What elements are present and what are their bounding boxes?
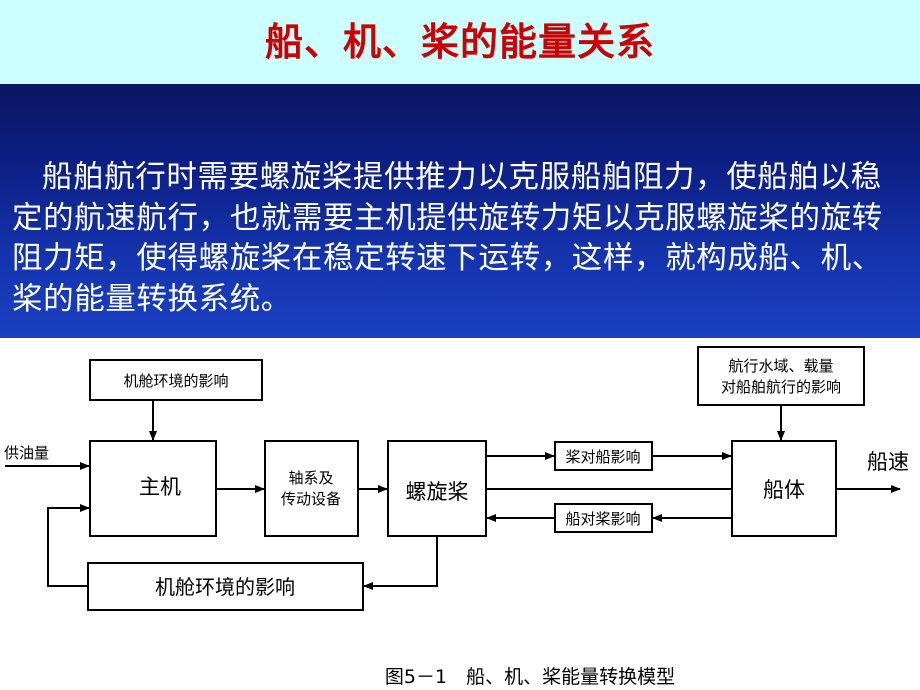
line-env-to-engine bbox=[47, 504, 90, 587]
env-bottom-label: 机舱环境的影响 bbox=[155, 575, 295, 599]
waters-box bbox=[697, 346, 865, 406]
energy-conversion-diagram: 机舱环境的影响 航行水域、载量 对船舶航行的影响 供油量 主机 轴系及 传动设备… bbox=[4, 346, 909, 611]
speed-label: 船速 bbox=[867, 450, 909, 474]
waters-label-line2: 对船舶航行的影响 bbox=[721, 378, 841, 396]
shaft-label-line2: 传动设备 bbox=[281, 490, 341, 508]
engine-label: 主机 bbox=[139, 475, 181, 499]
figure-caption: 图5－1 船、机、桨能量转换模型 bbox=[384, 666, 676, 688]
text-panel bbox=[0, 84, 920, 338]
ship-to-prop-box bbox=[554, 503, 653, 533]
env-top-label: 机舱环境的影响 bbox=[123, 372, 228, 390]
prop-to-ship-label: 桨对船影响 bbox=[565, 448, 640, 466]
env-bottom-box bbox=[87, 562, 364, 611]
prop-to-ship-box bbox=[554, 441, 653, 471]
ship-to-prop-label: 船对桨影响 bbox=[565, 510, 640, 528]
shaft-label-line1: 轴系及 bbox=[288, 469, 333, 487]
title-bar bbox=[0, 0, 920, 84]
slide-title: 船、机、桨的能量关系 bbox=[264, 19, 655, 64]
shaft-box bbox=[264, 440, 359, 537]
propeller-label: 螺旋桨 bbox=[406, 480, 469, 504]
fuel-label: 供油量 bbox=[4, 444, 49, 462]
hull-box bbox=[731, 440, 837, 537]
hull-label: 船体 bbox=[763, 478, 805, 502]
intro-paragraph: 船舶航行时需要螺旋桨提供推力以克服船舶阻力，使船舶以稳定的航速航行，也就需要主机… bbox=[12, 160, 883, 317]
env-top-box bbox=[89, 359, 263, 401]
waters-label-line1: 航行水域、载量 bbox=[728, 357, 833, 375]
line-propeller-to-env bbox=[363, 536, 438, 590]
